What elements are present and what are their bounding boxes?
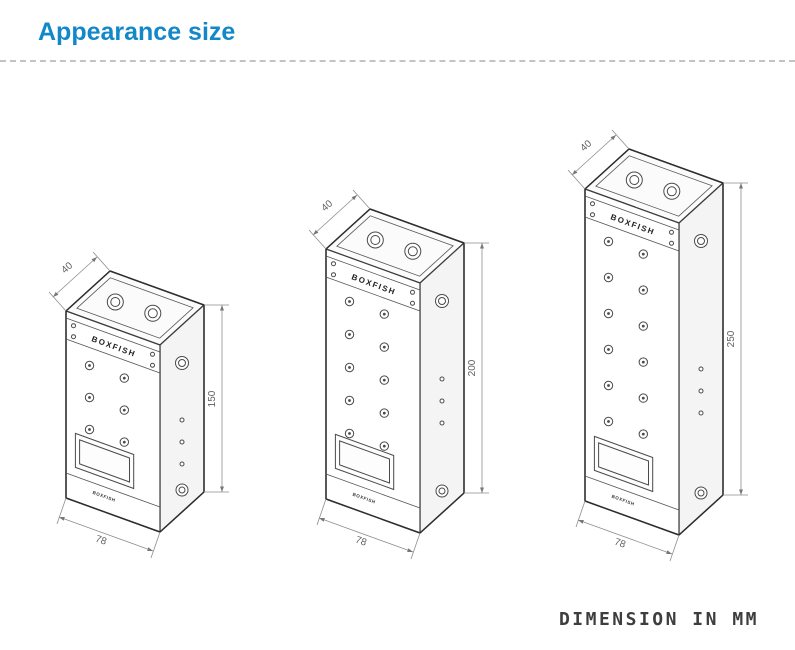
dashed-divider [0, 60, 795, 62]
height-dimension-label: 200 [467, 359, 478, 376]
side-ports [175, 356, 189, 497]
depth-dimension-label: 40 [60, 260, 76, 276]
reservoir-250-svg: BOXFISH [567, 129, 748, 562]
page-title: Appearance size [38, 18, 236, 46]
width-dimension-label: 78 [353, 535, 368, 549]
reservoir-drawing-150: BOXFISH BOXFISH [16, 241, 246, 576]
reservoir-block: BOXFISH [324, 208, 465, 534]
height-dimension: 150 [204, 304, 229, 493]
width-dimension-label: 78 [94, 534, 109, 548]
reservoir-150-svg: BOXFISH BOXFISH [48, 251, 229, 559]
width-dimension-label: 78 [613, 537, 628, 551]
depth-dimension-label: 40 [579, 138, 595, 154]
sight-window [584, 435, 680, 511]
depth-dimension-label: 40 [319, 198, 335, 214]
page-header: Appearance size [0, 0, 795, 47]
front-screw-holes [603, 236, 649, 439]
reservoir-block: BOXFISH [584, 148, 724, 536]
side-ports [434, 294, 449, 498]
reservoir-drawing-200: BOXFISH [276, 179, 506, 576]
height-dimension: 250 [723, 182, 748, 496]
height-dimension-label: 250 [726, 330, 737, 347]
top-ports [366, 231, 421, 260]
sight-window [65, 432, 161, 508]
height-dimension: 200 [463, 242, 489, 494]
front-screw-holes [84, 360, 130, 447]
top-ports [625, 171, 681, 200]
dimension-unit-note: DIMENSION IN MM [558, 609, 759, 630]
front-screw-holes [344, 296, 389, 451]
reservoir-drawing-250: BOXFISH [535, 119, 765, 576]
drawings-row: BOXFISH BOXFISH [0, 68, 795, 576]
height-dimension-label: 150 [207, 390, 218, 407]
top-ports [106, 293, 162, 322]
width-dimension: 78 [575, 500, 680, 562]
reservoir-block: BOXFISH BOXFISH [65, 270, 205, 533]
width-dimension: 78 [316, 498, 420, 560]
reservoir-200-svg: BOXFISH [308, 189, 489, 560]
side-ports [694, 234, 708, 500]
width-dimension: 78 [56, 497, 161, 559]
sight-window [325, 433, 420, 509]
